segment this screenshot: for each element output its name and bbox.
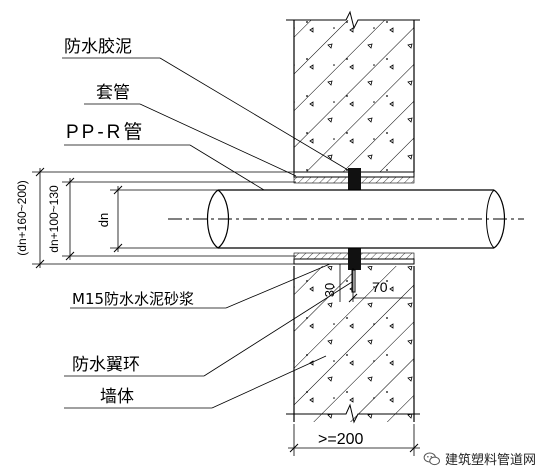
dimension-outer: (dn+160~200) — [15, 167, 296, 269]
sealant-blocks — [348, 168, 361, 270]
ppr-pipe — [168, 189, 524, 249]
dim-pipe-label: dn — [96, 213, 111, 227]
dim-flange-label: 70 — [372, 279, 388, 295]
label-sleeve: 套管 — [96, 83, 130, 103]
break-line-top — [286, 10, 420, 30]
leader-lines — [62, 57, 353, 409]
dimension-pipe: dn — [96, 185, 218, 253]
wall-upper — [293, 20, 415, 172]
dim-wall-label: >=200 — [318, 431, 363, 448]
flange-ring — [351, 269, 356, 293]
dim-outer-label: (dn+160~200) — [15, 180, 29, 255]
dimension-inner: dn+100~130 — [47, 177, 296, 261]
watermark-text: 建筑塑料管道网 — [444, 453, 536, 468]
label-mortar: M15防水水泥砂浆 — [72, 290, 194, 308]
dim-inner-label: dn+100~130 — [47, 185, 61, 253]
dimension-flange: 70 30 — [322, 264, 412, 303]
break-line-bottom — [286, 403, 420, 424]
label-flange: 防水翼环 — [72, 355, 140, 375]
label-pipe: PP-R管 — [66, 121, 145, 143]
wechat-icon — [423, 452, 440, 465]
dimension-wall: >=200 — [288, 424, 420, 456]
watermark: 建筑塑料管道网 — [423, 449, 536, 468]
dim-gap-label: 30 — [322, 283, 337, 297]
label-wall: 墙体 — [100, 387, 134, 407]
label-sealant: 防水胶泥 — [64, 37, 132, 57]
